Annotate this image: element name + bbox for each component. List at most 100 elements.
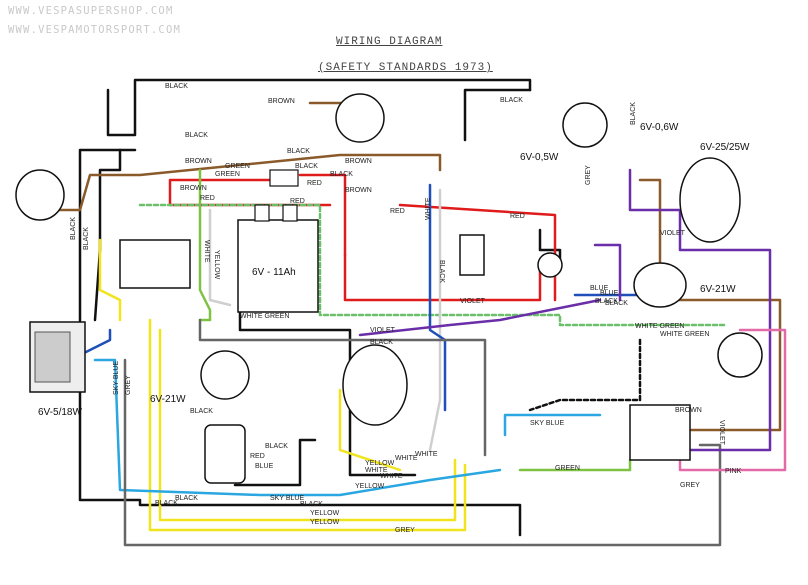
wire-label: BLACK (330, 171, 353, 178)
wire-brown-left (48, 153, 442, 212)
wire-label: BLACK (287, 148, 310, 155)
wire-label: WHITE (380, 473, 403, 480)
battery-label: 6V - 11Ah (252, 267, 296, 278)
wire-label: BROWN (180, 185, 207, 192)
wire-yellow-left (98, 238, 122, 322)
wire-label: YELLOW (310, 519, 340, 526)
wire-label: RED (200, 195, 215, 202)
wire-label: VIOLET (370, 327, 396, 334)
wire-label: WHITE (365, 467, 388, 474)
wire-label: BLACK (295, 163, 318, 170)
wire-black-inner (93, 148, 122, 322)
speedo-lamp-label: 6V-0,5W (520, 152, 559, 163)
wire-black-top (106, 78, 532, 137)
wire-label: YELLOW (213, 250, 220, 280)
wire-label: BLACK (438, 260, 445, 283)
wire-label: GREY (125, 375, 132, 395)
wire-label: RED (390, 208, 405, 215)
wire-label: RED (250, 453, 265, 460)
wire-label: GREEN (215, 171, 240, 178)
diagram-subtitle: (SAFETY STANDARDS 1973) (318, 62, 493, 74)
wire-label: BLACK (300, 501, 323, 508)
wire-sky-blue-2 (503, 413, 602, 437)
front-turn-right: 6V-21W (633, 262, 736, 308)
voltage-regulator (119, 239, 191, 289)
wire-label: YELLOW (355, 483, 385, 490)
wire-violet-2 (358, 298, 602, 337)
wire-label: BLACK (175, 495, 198, 502)
wire-label: WHITE GREEN (240, 313, 289, 320)
wire-label: BROWN (345, 187, 372, 194)
horn-unit (204, 424, 246, 484)
wire-label: BLACK (165, 83, 188, 90)
wire-label: BLACK (370, 339, 393, 346)
wire-label: YELLOW (310, 510, 340, 517)
top-lamp-label: 6V-0,6W (640, 122, 679, 133)
wire-black-center (238, 288, 417, 477)
wire-white-green-2 (528, 338, 642, 412)
headlamp: 6V-25/25W (679, 142, 750, 243)
wire-green-bottom (518, 458, 632, 472)
stop-switch (717, 332, 763, 378)
wire-label: BLACK (185, 132, 208, 139)
wire-violet-3 (593, 243, 622, 302)
wire-label: WHITE (203, 240, 210, 263)
wire-white-green (138, 203, 727, 327)
flasher-unit (459, 234, 485, 276)
wire-label: VIOLET (660, 230, 686, 237)
wire-label: BROWN (675, 407, 702, 414)
rear-turn-lamp: 6V-21W (150, 350, 250, 405)
wire-black-right (463, 88, 532, 142)
key-switch (342, 344, 408, 426)
watermark-1: WWW.VESPASUPERSHOP.COM (8, 5, 174, 17)
top-lamp (335, 93, 385, 143)
wire-red-1 (298, 173, 347, 257)
wire-label: RED (290, 198, 305, 205)
ignition-switch (537, 252, 563, 278)
wire-red-3 (343, 253, 542, 302)
wire-label: BLACK (265, 443, 288, 450)
wire-label: GREY (585, 165, 592, 185)
wire-label: RED (307, 180, 322, 187)
wire-label: GREEN (225, 163, 250, 170)
wire-label: BLACK (155, 500, 178, 507)
wire-label: GREY (395, 527, 415, 534)
wire-label: BLUE (255, 463, 274, 470)
tail-lamp: 6V-5/18W (29, 321, 86, 418)
wire-yellow-center (338, 388, 402, 472)
wire-label: VIOLET (460, 298, 486, 305)
handlebar-switch (629, 404, 691, 461)
front-turn-label: 6V-21W (700, 284, 736, 295)
wire-label: WHITE GREEN (635, 323, 684, 330)
wire-label: BLACK (630, 102, 637, 125)
wire-label: SKY BLUE (270, 495, 304, 502)
wire-label: WHITE (425, 197, 432, 220)
wire-label: WHITE (395, 455, 418, 462)
wire-green-top (198, 168, 212, 322)
diagram-title: WIRING DIAGRAM (336, 36, 443, 48)
wire-label: BLUE (590, 285, 609, 292)
wire-label: BLACK (83, 227, 90, 250)
rear-turn-label: 6V-21W (150, 394, 186, 405)
wire-grey-outer (123, 358, 722, 547)
tail-lamp-label: 6V-5/18W (38, 407, 82, 418)
wire-label: BLACK (70, 217, 77, 240)
wire-harness (48, 78, 787, 547)
wire-white-2 (428, 188, 442, 452)
watermark-2: WWW.VESPAMOTORSPORT.COM (8, 24, 181, 36)
wire-pink (678, 328, 787, 472)
headlamp-label: 6V-25/25W (700, 142, 750, 153)
wire-sky-blue (93, 358, 502, 497)
wire-grey-2 (198, 318, 487, 457)
connector-block (269, 169, 299, 187)
wire-label: BLACK (500, 97, 523, 104)
wire-label: BROWN (268, 98, 295, 105)
wire-black-lower (233, 438, 317, 487)
wire-label: RED (510, 213, 525, 220)
wire-label: BLUE (600, 290, 619, 297)
speedometer-lamp: 6V-0,5W 6V-0,6W (520, 102, 679, 163)
wire-label: SKY BLUE (530, 420, 564, 427)
wire-label: SKY BLUE (113, 361, 120, 395)
